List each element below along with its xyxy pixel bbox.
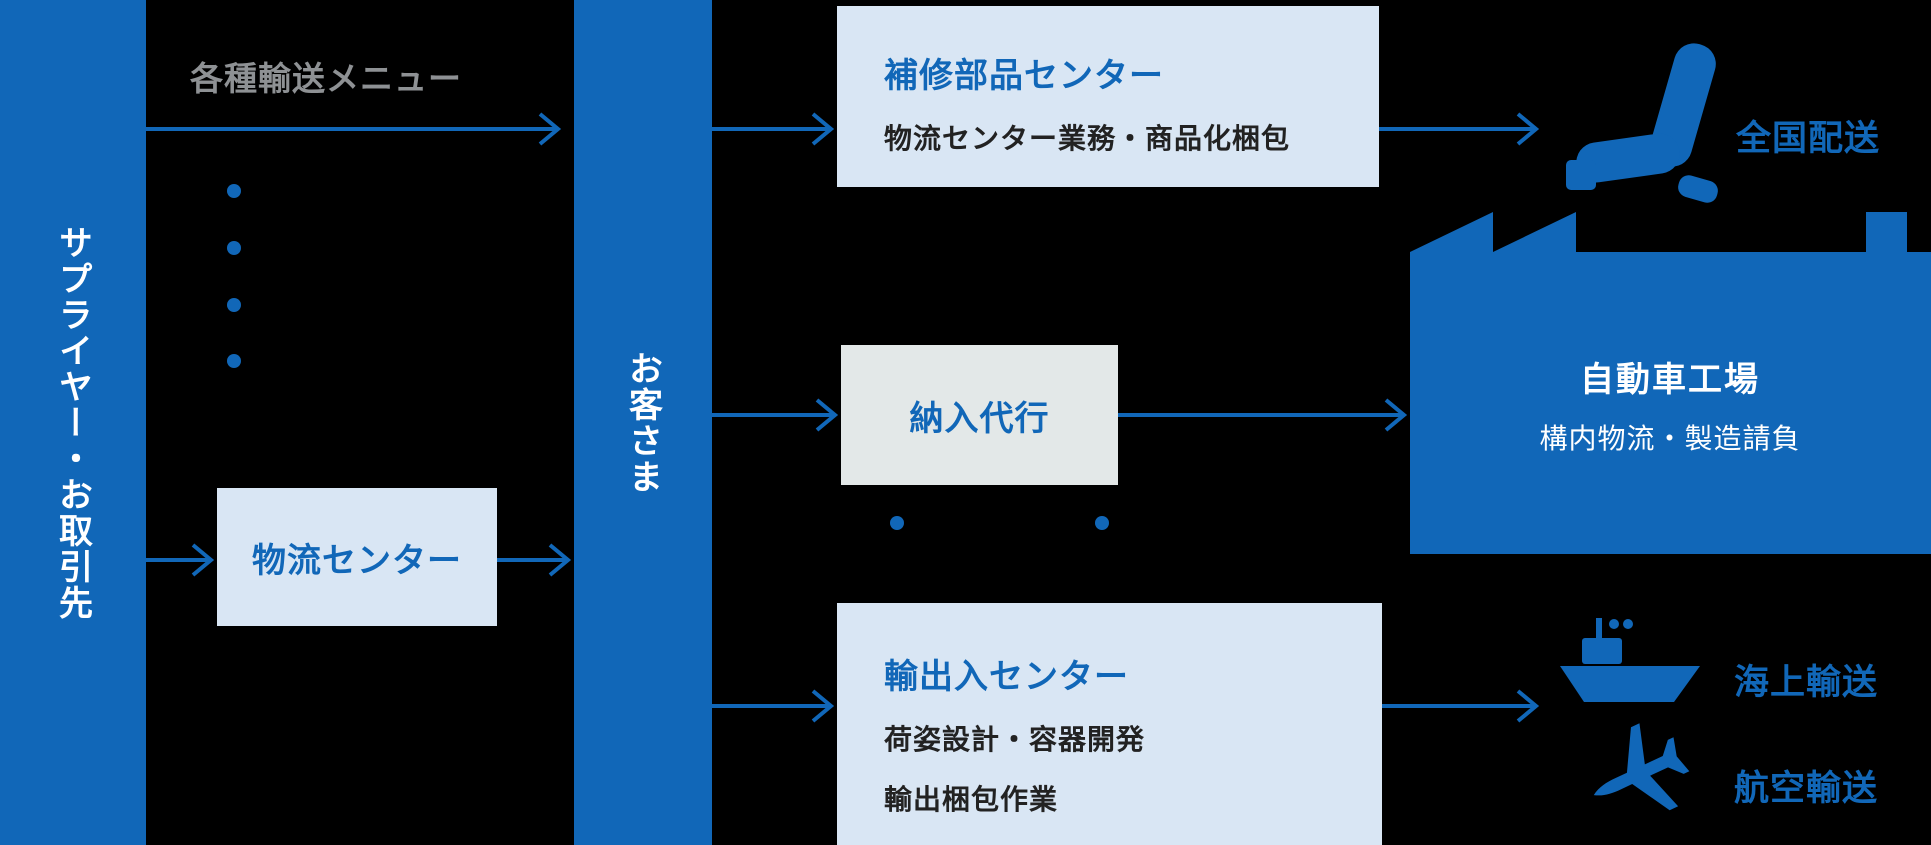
supplier-bar: サプライヤー・お取引先	[0, 0, 146, 845]
import-export-line2: 輸出梱包作業	[884, 783, 1059, 816]
import-export-line1: 荷姿設計・容器開発	[884, 723, 1146, 756]
dotted-continuation-horizontal	[890, 516, 1109, 530]
supplier-bar-label: サプライヤー・お取引先	[52, 224, 93, 621]
logistics-center-box: 物流センター	[217, 488, 497, 626]
repair-parts-center-title: 補修部品センター	[884, 56, 1164, 96]
customer-bar: お客さま	[574, 0, 712, 845]
repair-parts-center-box: 補修部品センター 物流センター業務・商品化梱包	[837, 6, 1379, 187]
nationwide-delivery-label: 全国配送	[1736, 119, 1881, 159]
repair-parts-center-description: 物流センター業務・商品化梱包	[884, 122, 1291, 155]
import-export-center-title: 輸出入センター	[884, 657, 1129, 697]
sea-transport-label: 海上輸送	[1734, 663, 1879, 703]
delivery-agency-box: 納入代行	[841, 345, 1118, 485]
car-seat-icon	[1566, 43, 1718, 203]
delivery-agency-title: 納入代行	[909, 398, 1050, 439]
ship-icon	[1560, 618, 1700, 702]
customer-bar-label: お客さま	[622, 350, 663, 495]
factory-icon	[1410, 212, 1931, 554]
import-export-center-box: 輸出入センター 荷姿設計・容器開発 輸出梱包作業	[837, 603, 1382, 845]
factory-label-block: 自動車工場 構内物流・製造請負	[1440, 352, 1900, 457]
airplane-icon	[1593, 723, 1690, 811]
transport-menu-label: 各種輸送メニュー	[190, 59, 462, 98]
factory-title: 自動車工場	[1580, 360, 1760, 400]
logistics-center-title: 物流センター	[252, 540, 462, 581]
factory-subtitle: 構内物流・製造請負	[1539, 422, 1801, 455]
air-transport-label: 航空輸送	[1734, 769, 1879, 809]
dotted-continuation-vertical	[227, 184, 241, 368]
